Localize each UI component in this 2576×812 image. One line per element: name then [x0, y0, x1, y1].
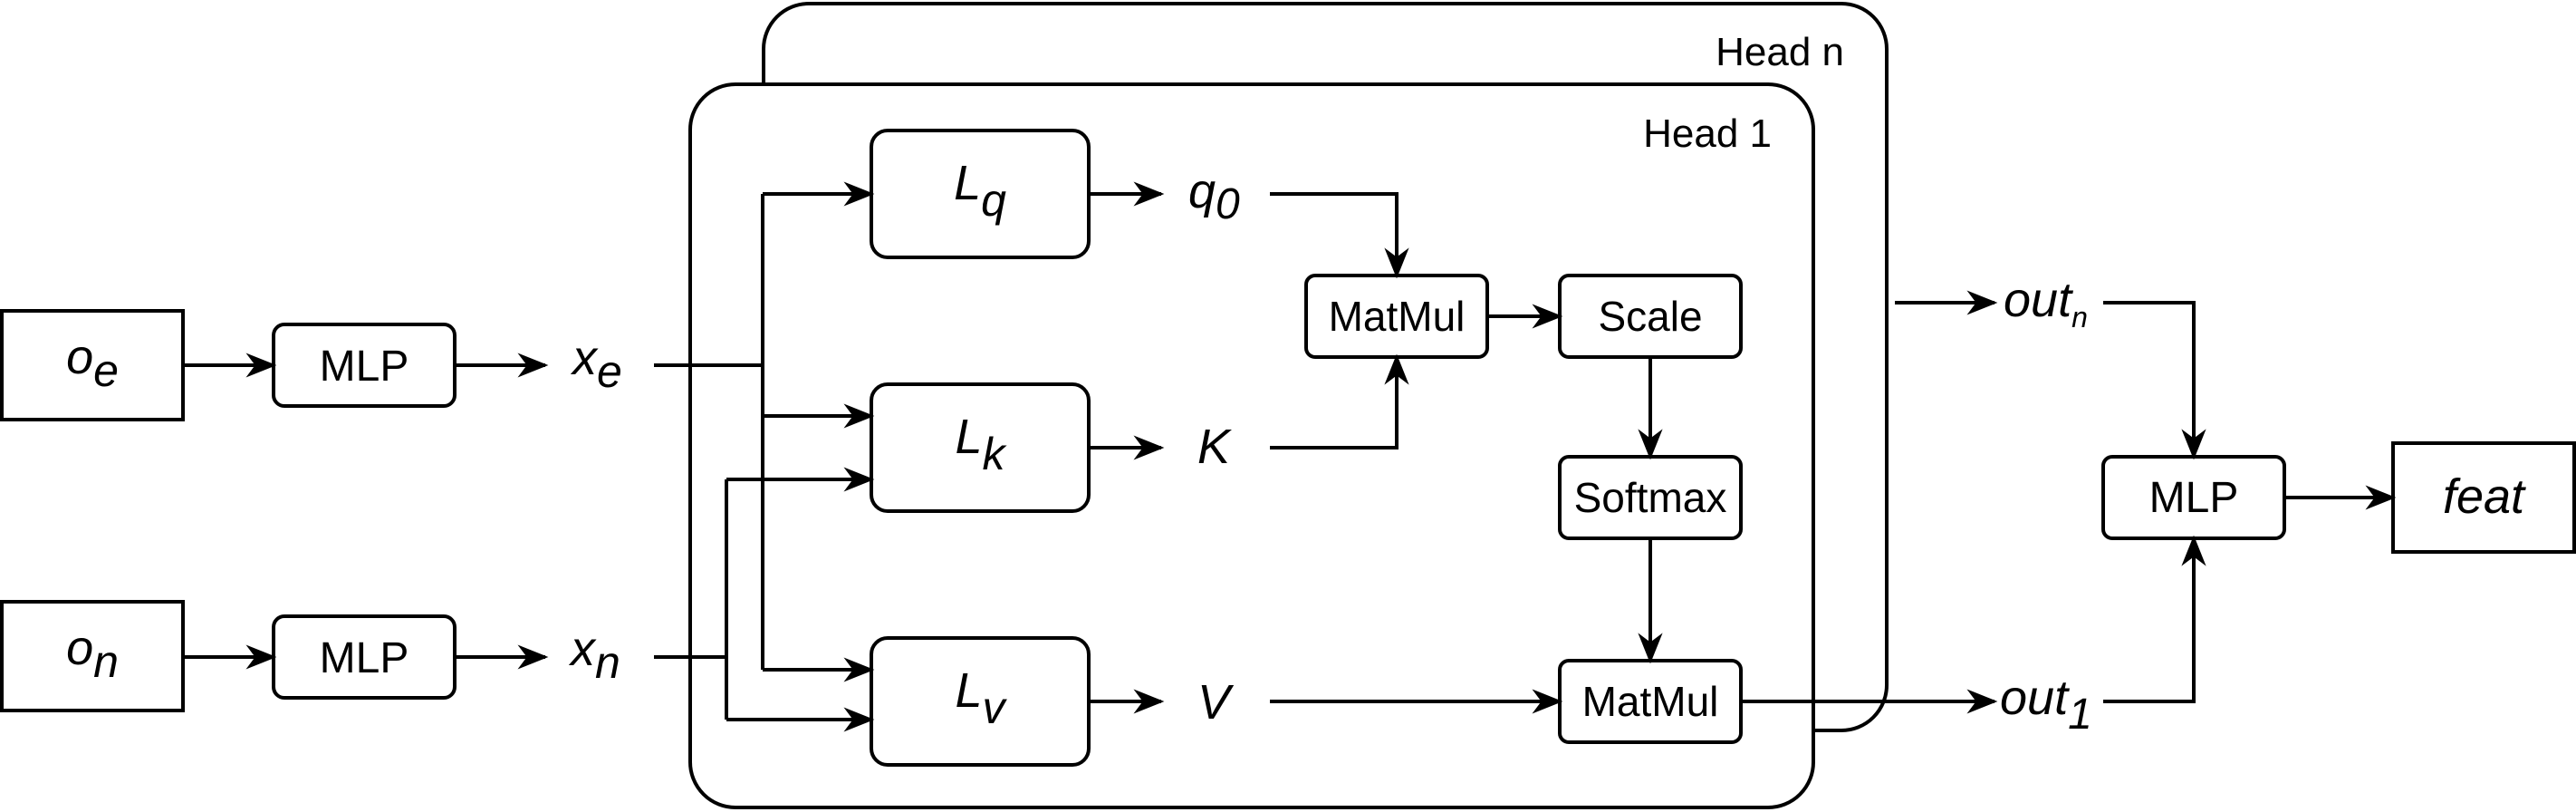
arrow-k-to-matmul [1270, 353, 1409, 450]
head-1-label: Head 1 [1643, 111, 1772, 156]
scale-label: Scale [1598, 293, 1702, 340]
head-1-container [688, 82, 1815, 809]
value-v-label: V [1197, 675, 1235, 730]
mlp-e-label: MLP [320, 343, 409, 391]
linear-v-label: Lv [955, 663, 1007, 733]
input-on-box [0, 600, 185, 712]
feat-label: feat [2443, 469, 2526, 524]
embedding-xn-label: xn [568, 622, 620, 688]
matmul-top-label: MatMul [1329, 293, 1466, 340]
input-oe-box [0, 309, 185, 421]
output-outn-label: outn [2004, 273, 2088, 334]
feat-box [2391, 441, 2576, 554]
connectors [183, 181, 2397, 732]
input-on-label: on [66, 621, 119, 687]
embedding-xe-label: xe [570, 331, 622, 397]
input-oe-label: oe [66, 330, 119, 396]
mlp-out-label: MLP [2149, 474, 2239, 522]
matmul-bottom-label: MatMul [1582, 678, 1719, 725]
head-n-label: Head n [1716, 30, 1844, 74]
mlp-n-label: MLP [320, 634, 409, 682]
arrow-outn-to-mlp [2103, 301, 2206, 460]
arrow-out1-to-mlp [2103, 535, 2206, 703]
linear-q-label: Lq [954, 156, 1006, 226]
output-out1-label: out1 [2000, 671, 2092, 739]
linear-k-label: Lk [955, 410, 1007, 479]
softmax-label: Softmax [1574, 474, 1727, 521]
key-k-label: K [1197, 420, 1232, 474]
arrow-q0-to-matmul [1270, 192, 1409, 279]
query-q0-label: q0 [1188, 164, 1240, 228]
